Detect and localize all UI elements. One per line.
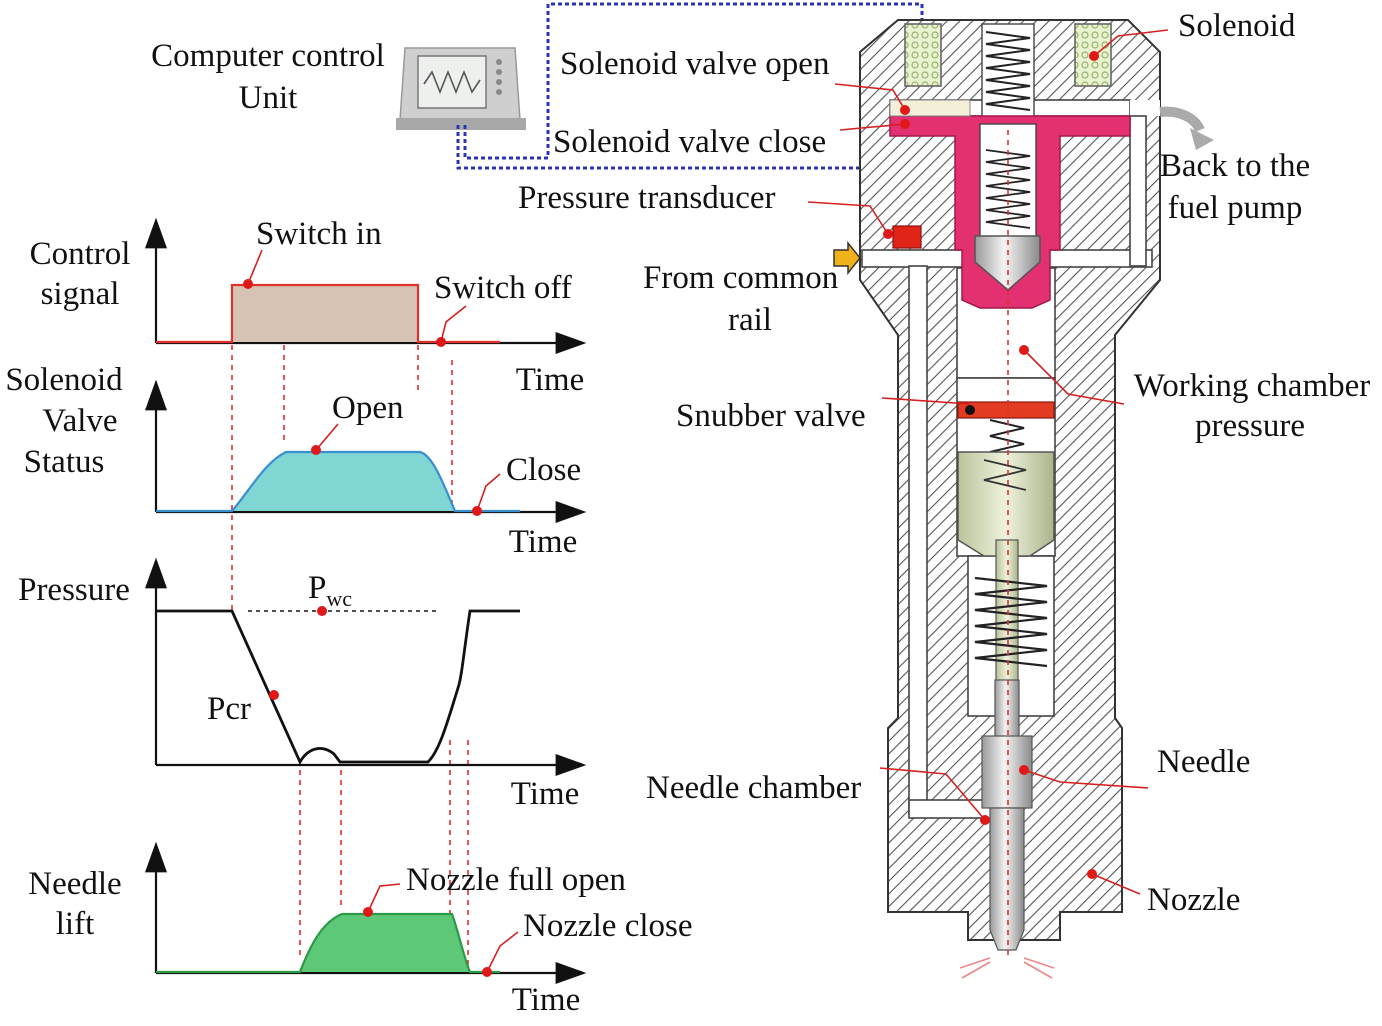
control-ylabel-1: Control bbox=[30, 236, 131, 272]
ann-open: Open bbox=[332, 390, 403, 426]
label-needle: Needle bbox=[1157, 744, 1250, 780]
label-pressure-transducer: Pressure transducer bbox=[518, 180, 776, 216]
label-from-common-rail-1: From common bbox=[643, 260, 838, 296]
valve-status-fill bbox=[156, 452, 520, 511]
label-from-common-rail-2: rail bbox=[728, 302, 772, 338]
label-working-chamber-2: pressure bbox=[1195, 408, 1305, 444]
chart-needle-lift: Needle lift Time Nozzle full open Nozzle… bbox=[28, 841, 693, 1018]
ann-pwc: Pwc bbox=[308, 570, 352, 611]
solenoid-spring bbox=[985, 31, 1031, 111]
return-arrow-icon bbox=[1159, 106, 1205, 133]
ann-nozzle-full-open: Nozzle full open bbox=[406, 862, 626, 898]
needle-xlabel: Time bbox=[512, 982, 580, 1018]
label-working-chamber-1: Working chamber bbox=[1134, 368, 1371, 404]
needle-ylabel-1: Needle bbox=[28, 866, 121, 902]
timing-guides bbox=[231, 345, 469, 968]
ann-close: Close bbox=[506, 452, 581, 488]
control-xlabel: Time bbox=[516, 362, 584, 398]
label-solenoid-valve-close: Solenoid valve close bbox=[553, 124, 826, 160]
fuel-spray bbox=[959, 957, 1055, 979]
snubber-valve bbox=[957, 401, 1055, 419]
needle-lift-fill bbox=[156, 914, 500, 972]
computer-unit-label-2: Unit bbox=[239, 80, 298, 116]
side-feed-channel bbox=[908, 265, 928, 815]
pressure-line bbox=[156, 609, 520, 766]
valve-ylabel-1: Solenoid bbox=[5, 362, 123, 398]
needle-lift-line bbox=[156, 912, 500, 974]
valve-status-line bbox=[156, 450, 520, 513]
label-solenoid: Solenoid bbox=[1178, 8, 1296, 44]
needle-ylabel-2: lift bbox=[56, 906, 95, 942]
needle-spring bbox=[974, 576, 1048, 668]
valve-ylabel-2: Valve bbox=[42, 403, 117, 439]
valve-xlabel: Time bbox=[509, 524, 577, 560]
plunger bbox=[957, 451, 1055, 557]
control-ylabel-2: signal bbox=[41, 276, 120, 312]
chart-control-signal: Control signal Time Switch in Switch off bbox=[30, 216, 587, 398]
solenoid-coil-left bbox=[904, 23, 942, 87]
label-needle-chamber: Needle chamber bbox=[646, 770, 861, 806]
control-signal-line bbox=[156, 283, 500, 344]
chart-valve-status: Solenoid Valve Status Time Open Close bbox=[5, 362, 587, 560]
label-snubber-valve: Snubber valve bbox=[676, 398, 866, 434]
computer-unit-label-1: Computer control bbox=[151, 38, 385, 74]
injector-body bbox=[859, 19, 1161, 979]
label-nozzle: Nozzle bbox=[1147, 882, 1240, 918]
wire-solenoid bbox=[463, 2, 924, 160]
pressure-transducer bbox=[892, 225, 922, 249]
control-signal-fill bbox=[232, 285, 418, 342]
ann-switch-off: Switch off bbox=[434, 270, 572, 306]
label-back-to-pump-2: fuel pump bbox=[1168, 190, 1303, 226]
ann-switch-in: Switch in bbox=[256, 216, 382, 252]
inlet-arrow-icon bbox=[833, 240, 861, 276]
computer-unit bbox=[396, 47, 526, 130]
ann-nozzle-close: Nozzle close bbox=[523, 908, 693, 944]
ann-pcr: Pcr bbox=[207, 691, 251, 727]
chart-pressure: Pressure Time Pwc Pcr bbox=[18, 557, 587, 812]
valve-ylabel-3: Status bbox=[24, 444, 105, 480]
needle-tip bbox=[989, 807, 1025, 951]
pressure-xlabel: Time bbox=[511, 776, 579, 812]
label-back-to-pump-1: Back to the bbox=[1160, 148, 1310, 184]
pressure-ylabel: Pressure bbox=[18, 572, 130, 608]
label-solenoid-valve-open: Solenoid valve open bbox=[560, 46, 829, 82]
